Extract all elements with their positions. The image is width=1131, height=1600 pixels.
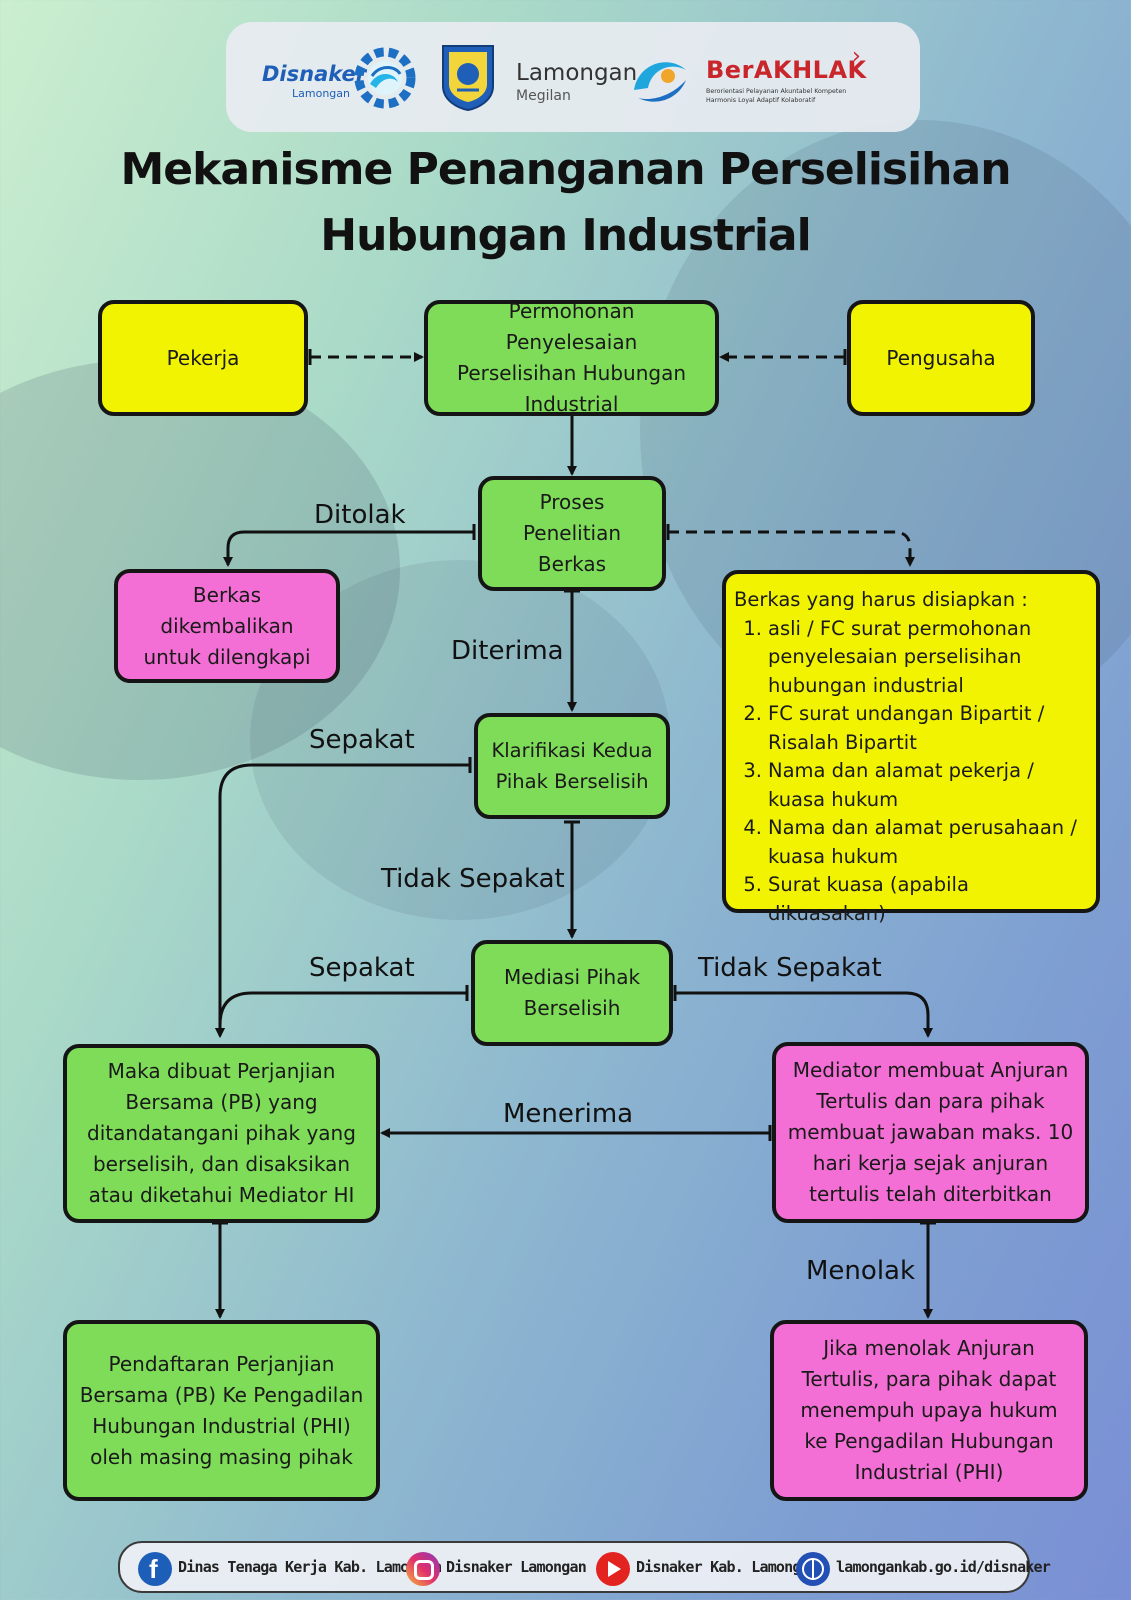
node-proses: Proses Penelitian Berkas <box>478 476 666 591</box>
lamongan-logo-subtext: Megilan <box>516 88 571 104</box>
list-item-number: 4. <box>743 816 762 839</box>
label-ditolak: Ditolak <box>314 500 406 530</box>
node-pendaftaran-pb: Pendaftaran Perjanjian Bersama (PB) Ke P… <box>63 1320 380 1501</box>
node-berkas-dikembalikan: Berkas dikembalikan untuk dilengkapi <box>114 569 340 683</box>
instagram-link[interactable]: Disnaker Lamongan <box>446 1558 587 1576</box>
connector-sepakat-1 <box>215 763 470 1038</box>
label-menolak: Menolak <box>806 1256 916 1286</box>
list-item: 2. FC surat undangan Bipartit / Risalah B… <box>732 700 1090 757</box>
berakhlak-logo-text: BerAKHLAK <box>706 56 867 84</box>
berakhlak-tagline-1: Berorientasi Pelayanan Akuntabel Kompete… <box>706 88 847 95</box>
list-item-number: 1. <box>743 616 762 640</box>
node-mediasi: Mediasi Pihak Berselisih <box>471 940 673 1046</box>
required-documents-list: 1.asli / FC surat permohonan penyelesaia… <box>732 615 1090 929</box>
page-title-line-2: Hubungan Industrial <box>320 210 811 261</box>
disnaker-logo-text: Disnaker <box>262 62 367 86</box>
label-sepakat-1: Sepakat <box>309 725 415 755</box>
list-item-text: Nama dan alamat pekerja / kuasa hukum <box>768 759 1034 811</box>
list-item-number: 2. <box>743 702 762 725</box>
lamongan-logo-text: Lamongan <box>516 60 638 86</box>
lamongan-megilan-logo: Lamongan Megilan <box>516 44 692 114</box>
social-footer: f Dinas Tenaga Kerja Kab. Lamongan Disna… <box>118 1541 1051 1593</box>
regency-emblem-icon <box>442 45 494 112</box>
node-anjuran-tertulis: Mediator membuat Anjuran Tertulis dan pa… <box>772 1042 1089 1223</box>
disnaker-logo-subtext: Lamongan <box>292 87 350 100</box>
list-item: 5. Surat kuasa (apabila dikuasakan) <box>732 871 1090 928</box>
page-title-line-1: Mekanisme Penanganan Perselisihan <box>120 144 1011 195</box>
required-documents-box: Berkas yang harus disiapkan : 1.asli / F… <box>722 570 1100 925</box>
facebook-link[interactable]: Dinas Tenaga Kerja Kab. Lamongan <box>178 1558 442 1576</box>
berakhlak-tagline-2: Harmonis Loyal Adaptif Kolaboratif <box>706 97 816 104</box>
wave-icon <box>634 62 686 102</box>
label-tidak-sepakat-2: Tidak Sepakat <box>698 953 882 983</box>
list-item-text: Nama dan alamat perusahaan / kuasa hukum <box>768 816 1077 868</box>
list-item: 1.asli / FC surat permohonan penyelesaia… <box>732 615 1090 701</box>
node-perjanjian-bersama: Maka dibuat Perjanjian Bersama (PB) yang… <box>63 1044 380 1223</box>
required-documents-heading: Berkas yang harus disiapkan : <box>734 588 1028 611</box>
list-item-text: asli / FC surat permohonan penyelesaian … <box>768 616 1032 697</box>
list-item-number: 3. <box>743 759 762 782</box>
logo-bar: Disnaker Lamongan Lamongan Megilan BerAK… <box>226 22 920 132</box>
list-item: 3. Nama dan alamat pekerja / kuasa hukum <box>732 757 1090 814</box>
label-diterima: Diterima <box>451 636 564 666</box>
connector-tidak-sepakat-2 <box>675 991 933 1038</box>
globe-icon[interactable] <box>796 1552 830 1586</box>
berakhlak-logo: BerAKHLAK › Berorientasi Pelayanan Akunt… <box>706 44 906 116</box>
list-item-text: Surat kuasa (apabila dikuasakan) <box>768 873 969 925</box>
label-menerima: Menerima <box>503 1099 634 1129</box>
node-permohonan: Permohonan Penyelesaian Perselisihan Hub… <box>424 299 719 416</box>
node-pengusaha: Pengusaha <box>847 300 1035 416</box>
gear-wave-icon <box>354 47 416 109</box>
node-menolak-anjuran: Jika menolak Anjuran Tertulis, para piha… <box>770 1320 1088 1501</box>
list-item-text: FC surat undangan Bipartit / Risalah Bip… <box>768 702 1045 754</box>
chevron-right-icon: › <box>852 44 861 69</box>
list-item: 4. Nama dan alamat perusahaan / kuasa huk… <box>732 814 1090 871</box>
connector-sepakat-2 <box>215 991 467 1038</box>
facebook-icon[interactable]: f <box>138 1552 172 1586</box>
label-sepakat-2: Sepakat <box>309 953 415 983</box>
list-item-number: 5. <box>743 873 762 896</box>
connector-ditolak <box>223 530 474 567</box>
website-link[interactable]: lamongankab.go.id/disnaker <box>836 1558 1051 1576</box>
label-tidak-sepakat-1: Tidak Sepakat <box>381 864 565 894</box>
youtube-link[interactable]: Disnaker Kab. Lamongan <box>636 1558 818 1576</box>
node-pekerja: Pekerja <box>98 300 308 416</box>
instagram-icon[interactable] <box>406 1552 440 1586</box>
node-klarifikasi: Klarifikasi Kedua Pihak Berselisih <box>474 713 670 819</box>
youtube-icon[interactable] <box>596 1552 630 1586</box>
disnaker-logo: Disnaker Lamongan <box>262 42 416 114</box>
connector-proses-documents <box>668 530 915 567</box>
